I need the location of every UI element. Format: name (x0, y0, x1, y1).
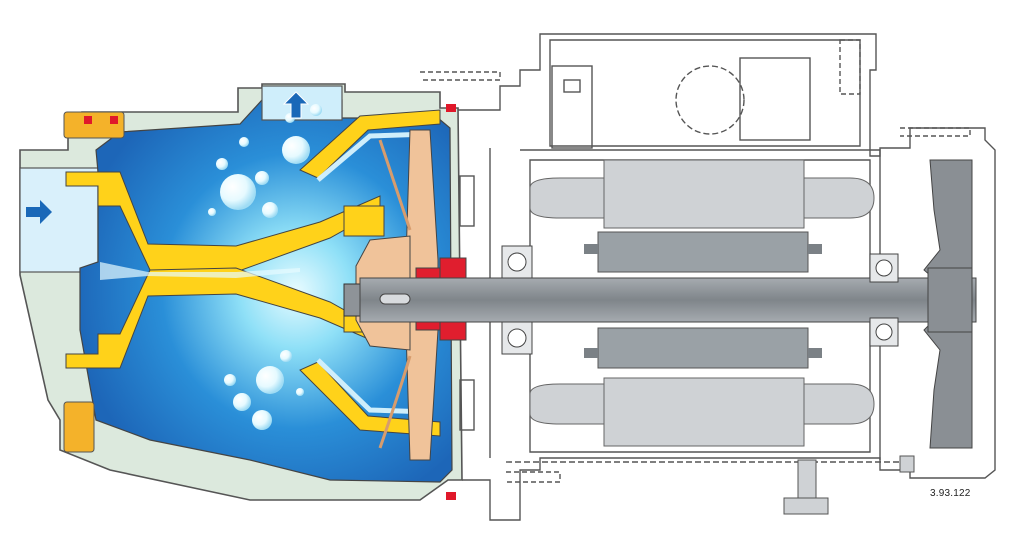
air-bubbles (208, 104, 322, 430)
rotor (584, 231, 822, 369)
inlet-gaskets (63, 111, 125, 453)
cooling-fan (923, 159, 973, 449)
front-bearing (501, 245, 533, 355)
rear-bearing (869, 253, 899, 347)
o-ring (446, 104, 456, 112)
o-ring (446, 492, 456, 500)
reference-code: 3.93.122 (930, 488, 971, 499)
motor-shaft (359, 277, 977, 323)
stator (529, 159, 875, 447)
arrow-up-icon (282, 91, 310, 119)
ejector-venturi (65, 109, 441, 437)
shaft-key (379, 293, 411, 305)
arrow-right-icon (26, 200, 52, 224)
motor-feet (783, 455, 915, 515)
